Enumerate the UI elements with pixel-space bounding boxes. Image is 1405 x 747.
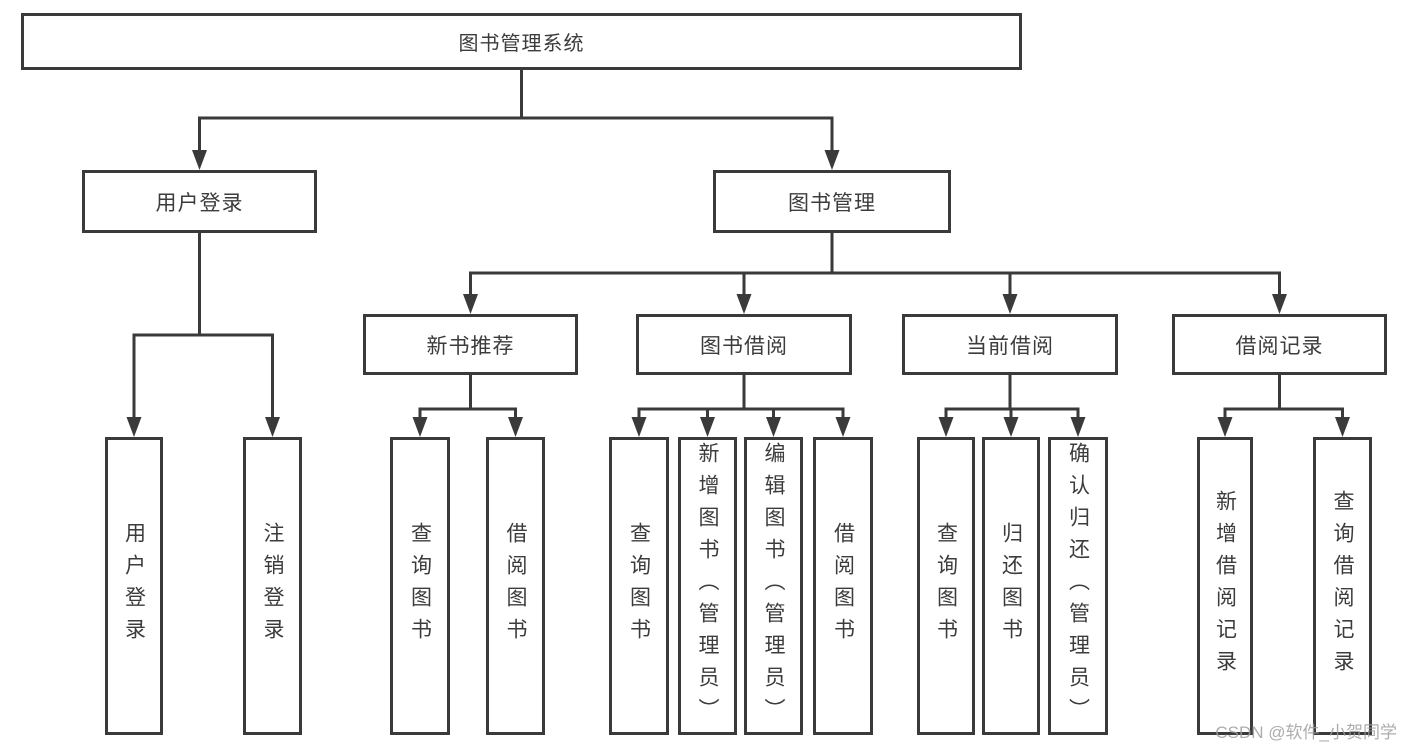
node-label-leaf-logout: 注销登录	[261, 522, 284, 650]
node-leaf-bb-edit: 编辑图书（管理员）	[744, 437, 803, 735]
watermark: CSDN @软件_小贺同学	[1215, 718, 1397, 743]
node-new-book-rec: 新书推荐	[363, 314, 578, 375]
arrowhead-to-leaf-cb-return	[1003, 417, 1019, 437]
edge-from-current-borrow	[944, 375, 1080, 421]
edge-from-root	[198, 70, 834, 154]
arrowhead-to-leaf-nb-borrow	[508, 417, 523, 437]
edge-from-new-book-rec	[418, 375, 517, 421]
node-label-borrow-records: 借阅记录	[1235, 334, 1324, 358]
node-label-leaf-login: 用户登录	[122, 522, 146, 650]
node-leaf-cb-return: 归还图书	[982, 437, 1040, 735]
node-label-leaf-cb-query: 查询图书	[934, 522, 958, 650]
node-label-leaf-bb-borrow: 借阅图书	[831, 522, 855, 650]
node-root: 图书管理系统	[21, 13, 1022, 70]
node-leaf-login: 用户登录	[105, 437, 163, 735]
node-leaf-bb-add: 新增图书（管理员）	[678, 437, 737, 735]
node-leaf-cb-confirm: 确认归还（管理员）	[1048, 437, 1108, 735]
node-borrow-records: 借阅记录	[1172, 314, 1387, 375]
node-label-user-login: 用户登录	[155, 191, 244, 215]
node-leaf-bb-borrow: 借阅图书	[813, 437, 873, 735]
edge-from-borrow-records	[1223, 375, 1344, 421]
node-leaf-nb-borrow: 借阅图书	[486, 437, 545, 735]
arrowhead-to-leaf-logout	[265, 417, 280, 437]
node-label-book-borrow: 图书借阅	[700, 334, 788, 358]
watermark-text: CSDN @软件_小贺同学	[1215, 723, 1397, 742]
edge-from-user-login	[132, 233, 274, 421]
node-label-root: 图书管理系统	[458, 33, 585, 55]
node-label-leaf-bb-add: 新增图书（管理员）	[696, 442, 719, 730]
node-user-login: 用户登录	[82, 170, 317, 233]
edge-from-book-mgmt	[469, 233, 1281, 298]
arrowhead-to-leaf-cb-confirm	[1070, 417, 1086, 437]
node-label-leaf-bb-query: 查询图书	[627, 522, 651, 650]
node-label-new-book-rec: 新书推荐	[426, 334, 515, 358]
node-leaf-rec-query: 查询借阅记录	[1313, 437, 1372, 735]
node-leaf-rec-add: 新增借阅记录	[1197, 437, 1253, 735]
arrowhead-to-leaf-bb-add	[700, 417, 715, 437]
node-leaf-cb-query: 查询图书	[917, 437, 975, 735]
arrowhead-to-leaf-bb-edit	[766, 417, 781, 437]
node-leaf-logout: 注销登录	[243, 437, 302, 735]
node-book-borrow: 图书借阅	[636, 314, 852, 375]
arrowhead-to-borrow-records	[1272, 294, 1287, 314]
node-label-leaf-nb-borrow: 借阅图书	[504, 522, 527, 650]
node-label-current-borrow: 当前借阅	[966, 334, 1054, 358]
node-leaf-nb-query: 查询图书	[390, 437, 450, 735]
arrowhead-to-user-login	[192, 150, 207, 170]
node-label-leaf-rec-add: 新增借阅记录	[1213, 490, 1237, 682]
node-leaf-bb-query: 查询图书	[609, 437, 669, 735]
arrowhead-to-new-book-rec	[463, 294, 478, 314]
arrowhead-to-book-borrow	[736, 294, 752, 314]
arrowhead-to-leaf-rec-add	[1217, 417, 1233, 437]
node-label-leaf-cb-confirm: 确认归还（管理员）	[1066, 442, 1090, 730]
node-label-book-mgmt: 图书管理	[788, 191, 876, 215]
arrowhead-to-leaf-bb-query	[631, 417, 647, 437]
arrowhead-to-current-borrow	[1002, 294, 1018, 314]
node-label-leaf-bb-edit: 编辑图书（管理员）	[762, 442, 785, 730]
arrowhead-to-book-mgmt	[824, 150, 840, 170]
node-label-leaf-nb-query: 查询图书	[408, 522, 432, 650]
arrowhead-to-leaf-bb-borrow	[835, 417, 851, 437]
edge-from-book-borrow	[637, 375, 845, 421]
arrowhead-to-leaf-login	[126, 417, 142, 437]
node-current-borrow: 当前借阅	[902, 314, 1118, 375]
arrowhead-to-leaf-cb-query	[938, 417, 954, 437]
node-label-leaf-cb-return: 归还图书	[999, 522, 1023, 650]
arrowhead-to-leaf-nb-query	[412, 417, 428, 437]
node-book-mgmt: 图书管理	[713, 170, 951, 233]
arrowhead-to-leaf-rec-query	[1335, 417, 1350, 437]
node-label-leaf-rec-query: 查询借阅记录	[1331, 490, 1354, 682]
